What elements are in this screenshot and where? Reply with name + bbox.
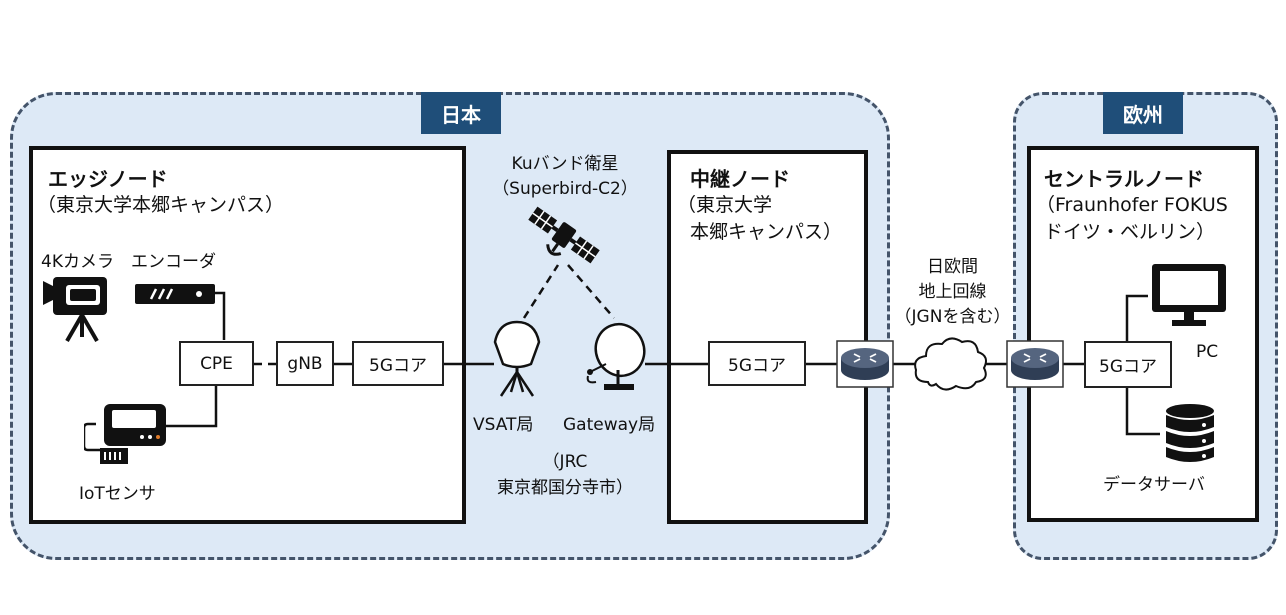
japan-label: 日本 — [421, 92, 501, 134]
jrc-site-line1: （JRC — [542, 452, 588, 472]
europe-label: 欧州 — [1103, 92, 1183, 134]
link-label-2: 地上回線 — [918, 282, 987, 302]
database-icon — [1166, 404, 1214, 462]
edge-node-title: エッジノード — [48, 167, 168, 191]
monitor-icon — [1152, 264, 1226, 326]
router-icon — [836, 340, 894, 388]
central-node-subtitle-2: ドイツ・ベルリン） — [1044, 221, 1216, 243]
cloud-icon — [914, 337, 987, 391]
encoder-label: エンコーダ — [131, 252, 216, 272]
cpe-box: CPE — [179, 341, 254, 386]
edge-node-subtitle: （東京大学本郷キャンパス） — [37, 194, 285, 216]
data-server-label: データサーバ — [1103, 475, 1205, 495]
central-node-frame — [1027, 146, 1259, 522]
encoder-icon — [135, 284, 215, 304]
camera-label: 4Kカメラ — [41, 252, 114, 272]
satellite-icon — [528, 206, 600, 264]
relay-5g-core-box: 5Gコア — [708, 341, 806, 386]
link-label-3: （JGNを含む） — [894, 307, 1011, 327]
iot-sensor-icon — [84, 404, 166, 464]
relay-node-frame — [667, 150, 868, 524]
central-5g-core-box: 5Gコア — [1084, 341, 1172, 388]
relay-node-subtitle-1: （東京大学 — [677, 194, 773, 216]
iot-sensor-label: IoTセンサ — [79, 484, 156, 504]
vsat-label: VSAT局 — [473, 415, 534, 435]
pc-label: PC — [1196, 342, 1219, 362]
relay-node-title: 中継ノード — [690, 167, 790, 191]
central-node-title: セントラルノード — [1044, 167, 1204, 191]
satellite-model: （Superbird-C2） — [492, 179, 638, 199]
relay-node-subtitle-2: 本郷キャンパス） — [690, 221, 843, 243]
central-node-subtitle-1: （Fraunhofer FOKUS — [1036, 194, 1228, 216]
gnb-box: gNB — [276, 341, 334, 386]
satellite-name: Kuバンド衛星 — [511, 154, 619, 174]
gateway-label: Gateway局 — [563, 415, 656, 435]
video-camera-icon — [43, 277, 107, 342]
link-label-1: 日欧間 — [927, 257, 978, 277]
edge-5g-core-box: 5Gコア — [352, 341, 444, 386]
router-icon — [1006, 340, 1064, 388]
jrc-site-line2: 東京都国分寺市） — [497, 478, 633, 498]
vsat-antenna-icon — [493, 320, 541, 397]
gateway-dish-icon — [586, 322, 646, 390]
